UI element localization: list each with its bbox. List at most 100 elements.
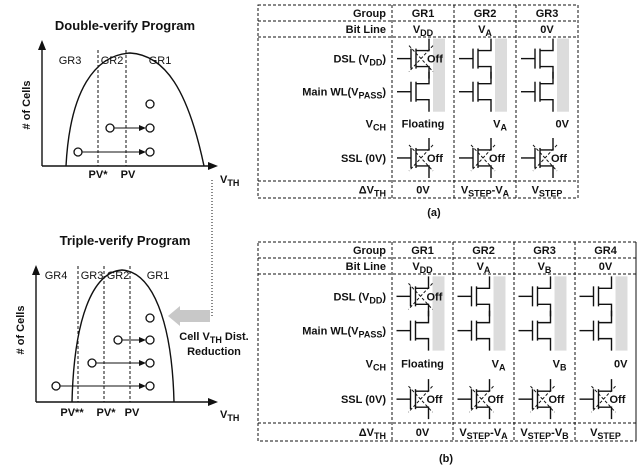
off-label: Off [549, 394, 565, 406]
channel-shading [554, 276, 567, 351]
pv-label-bottom: PV [125, 407, 140, 419]
transistor-icon [579, 276, 613, 317]
cell-dot [51, 381, 61, 391]
pv-star-label-bottom: PV* [97, 407, 117, 419]
dvth-row-label: ΔVTH [359, 427, 386, 441]
transistor-icon [459, 71, 492, 112]
triple-verify-plot: Triple-verify Program # of Cells VTH GR4… [15, 233, 239, 423]
group-cell: GR3 [536, 8, 559, 20]
y-axis-arrow-bottom [32, 265, 40, 275]
table-a-caption: (a) [427, 207, 441, 219]
dvth-cell: VSTEP-VA [461, 185, 510, 199]
channel-shading [433, 38, 445, 112]
vch-cell: 0V [614, 358, 628, 370]
reduction-arrow-head [168, 306, 180, 326]
group-cell: GR1 [412, 8, 435, 20]
cell-dot [145, 123, 155, 133]
group-label-gr1-top: GR1 [149, 55, 172, 67]
dsl-row-label: DSL (VDD) [333, 291, 386, 305]
vch-cell: 0V [556, 118, 570, 130]
cell-dot [87, 358, 97, 368]
off-label: Off [427, 54, 443, 66]
vch-row-label: VCH [366, 358, 386, 372]
off-label: Off [427, 153, 443, 165]
transistor-icon [459, 38, 492, 79]
group-header: Group [353, 8, 386, 20]
group-label-gr2-top: GR2 [101, 55, 124, 67]
cell-dot [145, 313, 155, 323]
cell-dot [145, 147, 155, 157]
transistor-off-icon: Off [459, 137, 505, 178]
x-axis-arrow-bottom [208, 398, 218, 406]
group-cell: GR2 [474, 8, 497, 20]
distribution-curve-top [65, 52, 205, 167]
group-label-gr4-bottom: GR4 [45, 270, 68, 282]
channel-shading [495, 38, 507, 112]
reduction-arrow-body [178, 310, 210, 322]
off-label: Off [427, 394, 443, 406]
off-label: Off [488, 394, 504, 406]
group-label-gr1-bottom: GR1 [147, 270, 170, 282]
pv-dstar-label-bottom: PV** [60, 407, 84, 419]
y-axis-arrow-top [38, 40, 46, 50]
dvth-cell: VSTEP-VB [520, 427, 569, 441]
vch-cell: VB [553, 358, 567, 372]
bitline-cell: VA [478, 24, 492, 38]
x-axis-arrow-top [208, 162, 218, 170]
y-axis-label-top: # of Cells [21, 81, 33, 130]
transistor-off-icon: Off [579, 379, 626, 420]
bitline-cell: VB [538, 261, 552, 275]
group-label-gr3-bottom: GR3 [81, 270, 104, 282]
shift-arrowhead [139, 383, 146, 389]
distribution-curve-bottom [71, 269, 175, 403]
cell-dot [145, 358, 155, 368]
group-header: Group [353, 245, 386, 257]
transistor-icon [396, 310, 430, 351]
dvth-row-label: ΔVTH [359, 185, 386, 199]
cell-dot [73, 147, 83, 157]
table-border [257, 241, 637, 442]
off-label: Off [610, 394, 626, 406]
reduction-label-line2: Reduction [187, 346, 241, 358]
cell-dot [145, 99, 155, 109]
cell-dot [105, 123, 115, 133]
transistor-off-icon: Off [457, 379, 504, 420]
y-axis-label-bottom: # of Cells [15, 306, 27, 355]
shift-arrowhead [139, 149, 146, 155]
group-label-gr2-bottom: GR2 [107, 270, 130, 282]
x-axis-label-top: VTH [220, 174, 239, 188]
transistor-icon [397, 71, 430, 112]
group-label-gr3-top: GR3 [59, 55, 82, 67]
vch-cell: Floating [401, 358, 444, 370]
transistor-icon [457, 276, 491, 317]
bitline-cell: 0V [599, 261, 613, 273]
vch-row-label: VCH [366, 118, 386, 132]
triple-verify-title: Triple-verify Program [60, 233, 191, 248]
bitline-cell: VA [477, 261, 491, 275]
channel-shading [557, 38, 569, 112]
shift-arrowhead [139, 360, 146, 366]
transistor-icon [579, 310, 613, 351]
transistor-icon [521, 38, 554, 79]
dvth-cell: VSTEP [532, 185, 563, 199]
group-cell: GR3 [533, 245, 556, 257]
ssl-row-label: SSL (0V) [341, 153, 386, 165]
off-label: Off [551, 153, 567, 165]
reduction-label-line1: Cell VTH Dist. [179, 331, 248, 345]
pv-label-top: PV [121, 169, 136, 181]
x-axis-label-bottom: VTH [220, 409, 239, 423]
dvth-cell: VSTEP [590, 427, 621, 441]
transistor-icon [457, 310, 491, 351]
ssl-row-label: SSL (0V) [341, 394, 386, 406]
cell-dot [145, 381, 155, 391]
transistor-icon [518, 276, 552, 317]
dsl-row-label: DSL (VDD) [333, 54, 386, 68]
transistor-icon [521, 71, 554, 112]
off-label: Off [427, 291, 443, 303]
dvth-cell: 0V [416, 427, 430, 439]
vch-cell: VA [492, 358, 506, 372]
group-cell: GR1 [411, 245, 434, 257]
